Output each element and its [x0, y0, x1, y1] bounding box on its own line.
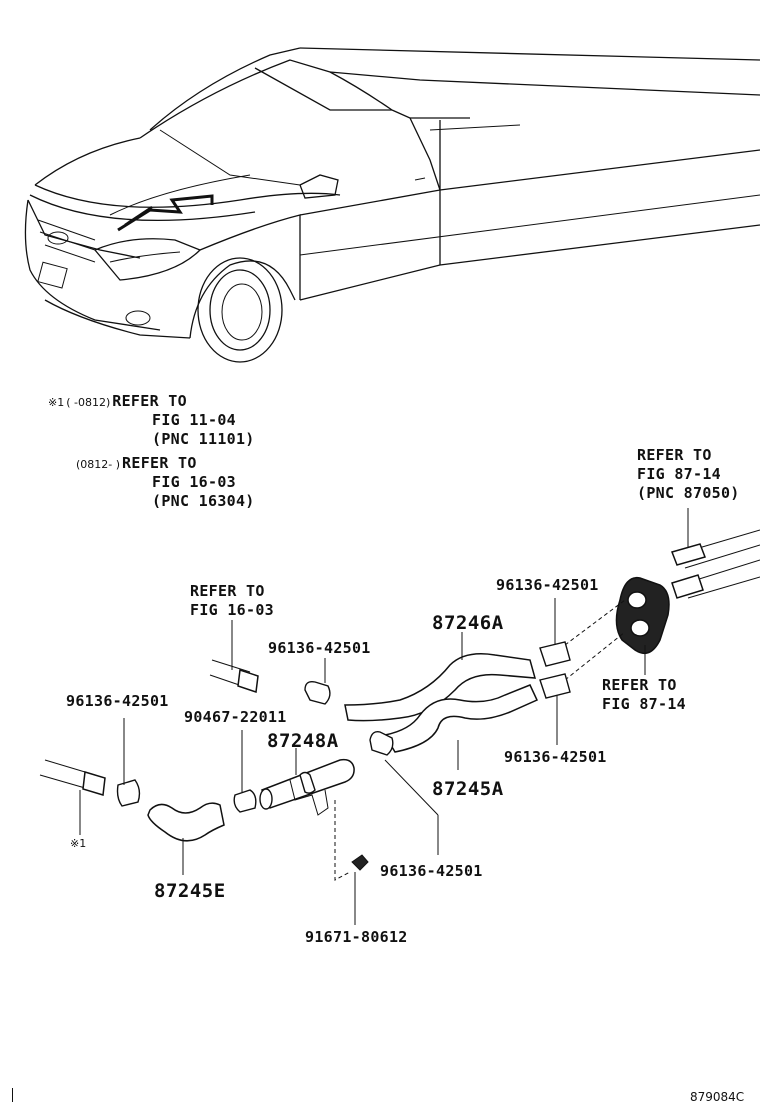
refer-line: REFER TO [602, 676, 677, 694]
refer-line: FIG 87-14 [637, 465, 721, 483]
refer-line: REFER TO [190, 582, 265, 600]
part-clamp-b[interactable]: 96136-42501 [268, 639, 371, 657]
part-hose-left[interactable]: 87245E [154, 880, 226, 902]
pipe-refer-16-03 [209, 620, 259, 694]
margin-tick [12, 1088, 13, 1102]
note-1: ※1 ( -0812) REFER TO [48, 392, 187, 412]
note2-line-1: FIG 16-03 [152, 473, 236, 491]
note-2-body: FIG 16-03 (PNC 16304) [152, 473, 255, 511]
refer-line: (PNC 87050) [637, 484, 740, 502]
refer-fig87-14: REFER TO FIG 87-14 [602, 676, 686, 714]
clamp-top-center [304, 658, 331, 705]
part-clamp-e[interactable]: 96136-42501 [380, 862, 483, 880]
part-clamp-c[interactable]: 96136-42501 [66, 692, 169, 710]
part-bolt[interactable]: 91671-80612 [305, 928, 408, 946]
refer-fig16-03: REFER TO FIG 16-03 [190, 582, 274, 620]
refer-fig87-14-pnc: REFER TO FIG 87-14 (PNC 87050) [637, 446, 740, 503]
note1-line-1: FIG 11-04 [152, 411, 236, 429]
clamp-center [369, 730, 439, 855]
pipe-left-end [39, 759, 106, 835]
pipe-87248A [259, 748, 355, 816]
note2-line-2: (PNC 16304) [152, 492, 255, 510]
note1-line-2: (PNC 11101) [152, 430, 255, 448]
hose-87245E [147, 802, 225, 875]
part-clamp-d[interactable]: 96136-42501 [504, 748, 607, 766]
note1-mark: ※1 [48, 396, 65, 409]
part-pipe[interactable]: 87248A [267, 730, 339, 752]
note2-line-0: REFER TO [122, 454, 197, 472]
note2-range: (0812- ) [76, 458, 121, 471]
bolt [334, 800, 369, 925]
part-clamp-a[interactable]: 96136-42501 [496, 576, 599, 594]
hose-87246A [344, 632, 537, 722]
refer-line: REFER TO [637, 446, 712, 464]
note1-line-0: REFER TO [112, 392, 187, 410]
clamp-left [116, 718, 141, 807]
part-hose-upper[interactable]: 87246A [432, 612, 504, 634]
refer-line: FIG 16-03 [190, 601, 274, 619]
part-clip[interactable]: 90467-22011 [184, 708, 287, 726]
note-1-body: FIG 11-04 (PNC 11101) [152, 411, 255, 449]
clamps-right [539, 598, 571, 745]
figure-code: 879084C [690, 1090, 745, 1104]
hose-87245A [383, 684, 539, 770]
mark-ref1: ※1 [70, 837, 87, 850]
part-hose-lower[interactable]: 87245A [432, 778, 504, 800]
grommet [615, 576, 670, 675]
note1-range: ( -0812) [66, 396, 111, 409]
note-2: (0812- ) REFER TO [76, 454, 197, 474]
car-illustration [24, 47, 760, 363]
pipe-ends-right [671, 508, 760, 599]
clip-90467 [233, 730, 257, 813]
refer-line: FIG 87-14 [602, 695, 686, 713]
